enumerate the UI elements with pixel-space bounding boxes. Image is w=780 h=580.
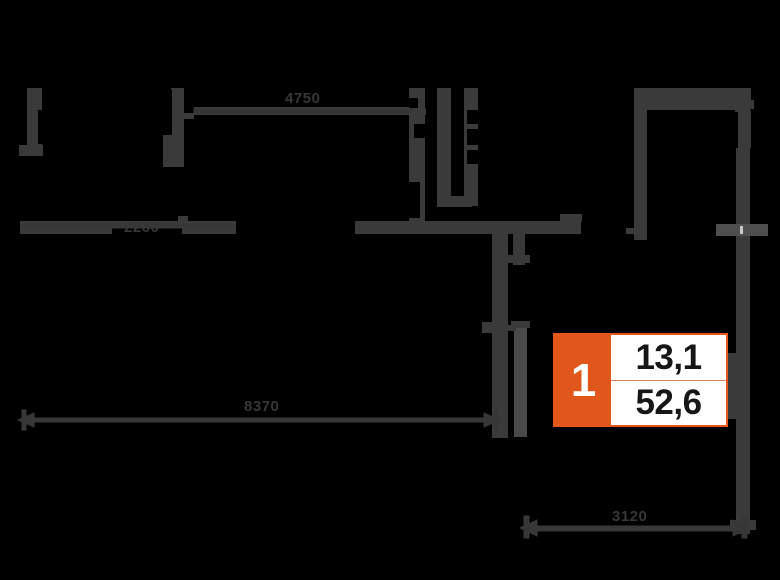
living-area-cell: 13,1: [611, 335, 726, 381]
wall-upper-partition-tick: [184, 113, 194, 119]
wall-mid-left-opening: [112, 228, 182, 234]
wall-core-left-notch-b: [414, 124, 425, 138]
bottom-right-dimension-line: [518, 515, 752, 539]
total-area-value: 52,6: [635, 383, 702, 423]
bottom-right-dimension-label: 3120: [612, 508, 648, 525]
window-right-wall: [716, 224, 768, 236]
apartment-info-badge[interactable]: 1 13,1 52,6: [553, 333, 728, 427]
wall-right-notch-step: [724, 112, 738, 148]
wall-right-inner-vertical: [634, 88, 647, 155]
left-wall-dimension-line: [21, 223, 235, 229]
total-area-cell: 52,6: [611, 380, 726, 425]
wall-tee-cap: [508, 255, 530, 263]
wall-group: [19, 88, 768, 534]
wall-right-top-nub: [736, 100, 754, 109]
bottom-dimension-line: [16, 409, 502, 431]
bottom-dimension-label: 8370: [244, 398, 280, 415]
wall-right-top-ledge: [645, 100, 737, 110]
wall-loggia-right-vertical: [514, 325, 527, 437]
wall-right-top-horizontal: [647, 88, 751, 100]
living-area-value: 13,1: [635, 337, 702, 377]
wall-mid-right-tick: [560, 214, 582, 222]
apartment-number-text: 1: [570, 354, 597, 406]
wall-top-left-foot: [19, 145, 43, 156]
wall-core-middle-vertical: [437, 88, 451, 206]
wall-mid-left-tick: [178, 216, 188, 223]
wall-core-right-opening-a: [467, 110, 478, 124]
wall-core-crossbar: [400, 108, 426, 115]
wall-loggia-right-cap: [511, 321, 530, 328]
wall-mid-horizontal-right: [355, 221, 581, 234]
wall-right-inner-tick: [626, 228, 636, 234]
wall-core-right-opening-b: [467, 129, 478, 145]
wall-loggia-right-tick: [508, 325, 516, 331]
wall-upper-partition-vertical: [171, 88, 184, 167]
apartment-values-column: 13,1 52,6: [611, 335, 726, 425]
top-dimension-line: [193, 108, 413, 114]
wall-right-inner-vertical-lower: [634, 155, 647, 240]
wall-core-left-notch-c: [409, 182, 420, 218]
wall-loggia-left-foot: [482, 322, 508, 333]
wall-core-middle-foot: [437, 196, 472, 207]
wall-top-left-opening: [38, 110, 43, 144]
dimension-group: [16, 108, 752, 539]
wall-core-right-vertical: [464, 88, 478, 206]
wall-right-notch-vertical: [735, 110, 751, 148]
apartment-number-cell: 1: [555, 335, 611, 425]
left-wall-dimension-label: 2260: [124, 219, 160, 236]
wall-loggia-left-vertical: [492, 234, 508, 438]
wall-core-right-opening-c: [467, 150, 478, 164]
wall-upper-partition-stub: [163, 135, 172, 167]
wall-upper-partition-opening: [164, 90, 172, 137]
top-dimension-label: 4750: [285, 90, 321, 107]
wall-core-left-notch-a: [409, 98, 418, 114]
